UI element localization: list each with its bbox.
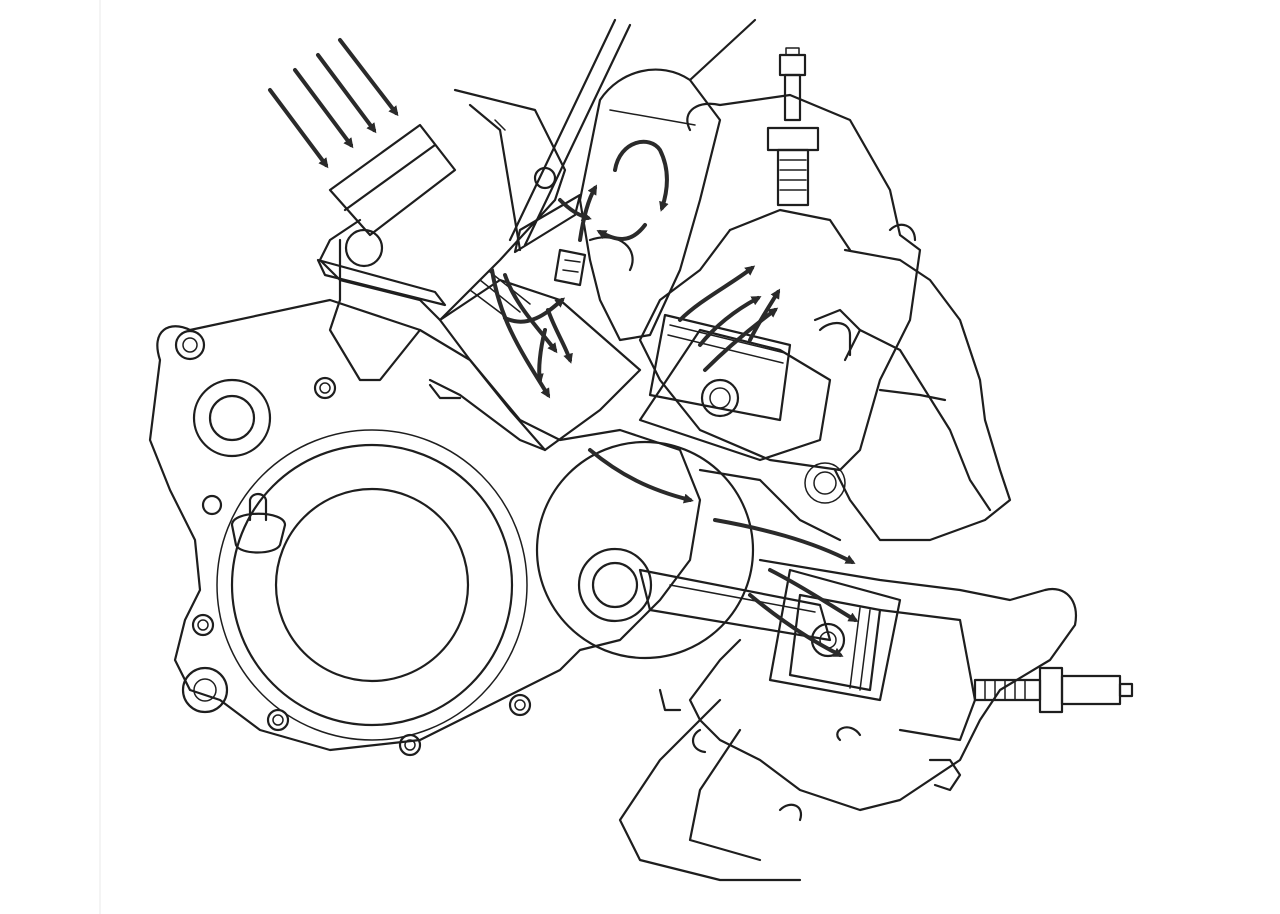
- reed-flow-arrow-5: [533, 328, 547, 384]
- upper-cylinder: [578, 68, 947, 472]
- lower-transfer-flow: [748, 568, 859, 657]
- upper-spark-plug: [766, 47, 820, 207]
- transfer-arrow-2: [578, 184, 598, 242]
- upper-exhaust-pipe: [818, 223, 1012, 542]
- connecting-rod: [638, 568, 832, 642]
- air-intake-arrow-1: [268, 88, 329, 169]
- throttle-cables: [508, 18, 757, 254]
- lower-exhaust-pipe: [618, 688, 862, 882]
- transfer-arrow-4: [558, 198, 592, 222]
- reed-flow-arrow-4: [546, 308, 573, 364]
- crankcase-arrow-1: [588, 448, 694, 504]
- transfer-arrow-6: [698, 296, 762, 347]
- crankcase-flow: [588, 448, 856, 564]
- upper-piston: [648, 313, 792, 422]
- air-intake: [268, 38, 399, 169]
- transfer-arrow-5: [678, 265, 756, 322]
- reed-valve-intake: [316, 88, 642, 452]
- clutch-cover: [216, 429, 528, 741]
- reed-flow-arrow-2: [503, 273, 558, 354]
- reed-flow-arrow-3: [503, 297, 566, 324]
- air-intake-arrow-2: [293, 68, 354, 149]
- transfer-arrow-3: [596, 223, 647, 241]
- lower-transfer-arrow-1: [768, 568, 859, 623]
- air-intake-arrow-3: [316, 53, 377, 134]
- air-intake-arrow-4: [338, 38, 399, 117]
- lower-cylinder: [688, 558, 1078, 812]
- transfer-arrow-8: [748, 288, 781, 342]
- lower-transfer-arrow-2: [748, 593, 844, 657]
- upper-transfer-flow: [558, 139, 781, 372]
- crankcase-arrow-2: [713, 518, 856, 564]
- crankshaft-flywheel: [535, 440, 846, 660]
- transfer-arrow-7: [703, 307, 779, 372]
- oil-filler-cap: [230, 512, 287, 554]
- reed-valve-flow: [490, 268, 573, 399]
- transfer-arrow-1: [613, 139, 669, 212]
- lower-spark-plug: [973, 666, 1134, 714]
